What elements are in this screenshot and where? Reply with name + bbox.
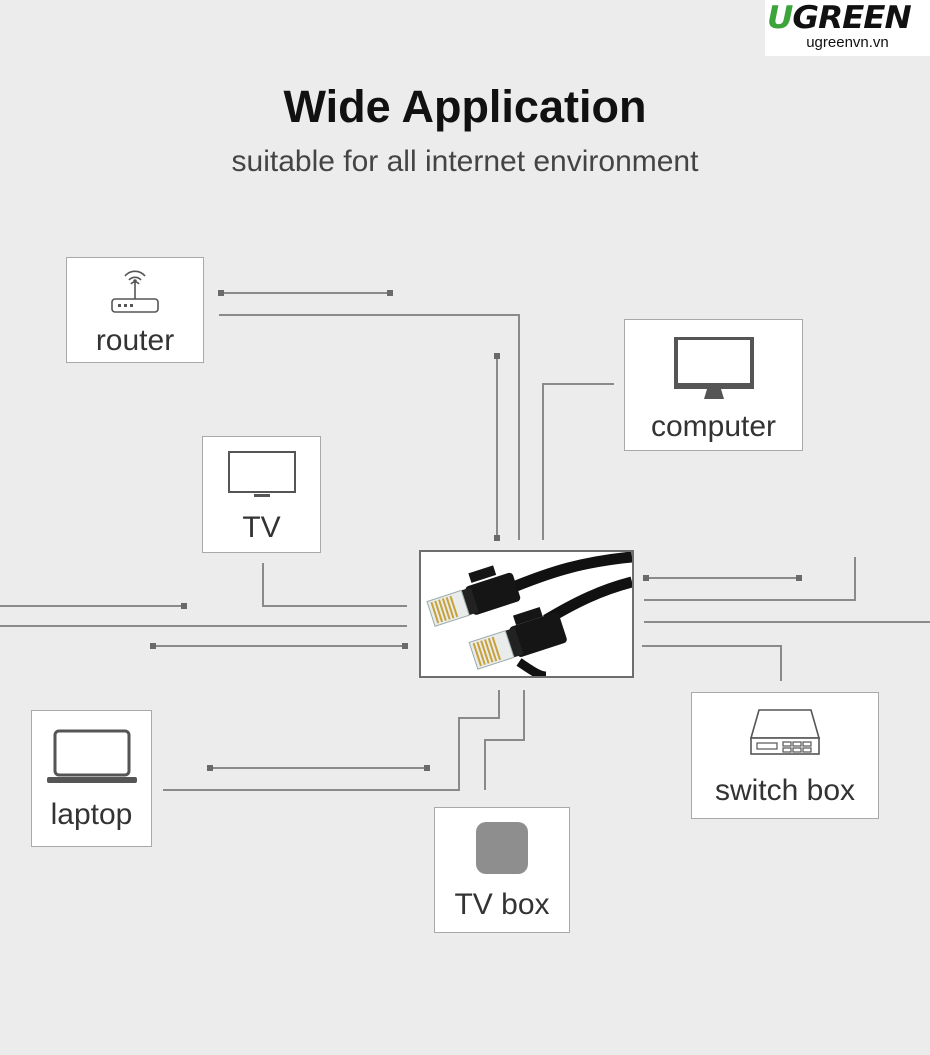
line-end-dot [150, 643, 156, 649]
device-label: switch box [714, 774, 856, 807]
ethernet-cable-icon [426, 552, 632, 676]
line-end-dot [494, 353, 500, 359]
device-tv: TV [202, 436, 321, 553]
logo-site-text: ugreenvn.vn [806, 34, 889, 51]
logo-wordmark: UGREEN [767, 0, 912, 36]
line-end-dot [207, 765, 213, 771]
line-end-dot [494, 535, 500, 541]
connector-line [219, 314, 520, 540]
brand-logo: UGREEN ugreenvn.vn [765, 0, 930, 56]
switch-icon [692, 708, 878, 756]
device-label: computer [650, 410, 777, 443]
connector-line [644, 557, 856, 601]
device-computer: computer [624, 319, 803, 451]
device-laptop: laptop [31, 710, 152, 847]
tv-icon [203, 450, 320, 500]
page-subtitle: suitable for all internet environment [231, 145, 699, 178]
line-end-dot [402, 643, 408, 649]
line-end-dot [424, 765, 430, 771]
device-label: router [95, 324, 175, 357]
connector-line [163, 690, 500, 791]
device-label: TV [242, 511, 281, 544]
device-tv-box: TV box [434, 807, 570, 933]
device-label: laptop [50, 798, 133, 831]
laptop-icon [32, 728, 151, 786]
device-router: router [66, 257, 204, 363]
monitor-icon [625, 335, 802, 403]
router-icon [67, 270, 203, 316]
page-title: Wide Application [283, 81, 647, 132]
line-end-dot [181, 603, 187, 609]
line-end-dot [218, 290, 224, 296]
device-label: TV box [454, 888, 550, 921]
connector-line [484, 690, 525, 790]
line-end-dot [387, 290, 393, 296]
connector-line [642, 645, 782, 681]
line-end-dot [796, 575, 802, 581]
connector-line [262, 563, 407, 607]
connector-line [542, 383, 614, 540]
line-end-dot [643, 575, 649, 581]
tv-box-icon [435, 821, 569, 875]
device-switch-box: switch box [691, 692, 879, 819]
ethernet-cable-box [419, 550, 634, 678]
